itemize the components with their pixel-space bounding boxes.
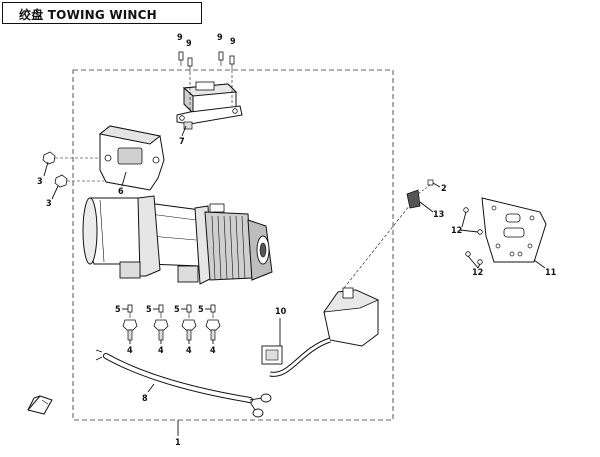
- callout-7: 7: [179, 137, 185, 147]
- plate-bolts: [463, 207, 483, 265]
- callout-2: 2: [441, 184, 447, 194]
- clip-and-screw-part: [406, 179, 434, 209]
- relay-bolts: [178, 51, 235, 110]
- mounting-plate-part: [481, 197, 547, 263]
- callout-4: 4: [210, 346, 216, 356]
- mounting-bracket-part: [98, 125, 165, 191]
- callout-9: 9: [177, 33, 183, 43]
- title-box: 绞盘 TOWING WINCH: [2, 2, 202, 24]
- callout-1: 1: [175, 438, 181, 448]
- callout-6: 6: [118, 187, 124, 197]
- relay-contactor-part: [176, 81, 243, 130]
- callout-4: 4: [127, 346, 133, 356]
- callout-9: 9: [186, 39, 192, 49]
- callout-4: 4: [158, 346, 164, 356]
- callout-9: 9: [230, 37, 236, 47]
- callout-5: 5: [146, 305, 152, 315]
- bracket-bolts: [42, 151, 104, 188]
- control-cable-part: [261, 204, 411, 377]
- mounting-bolts-washers: [122, 304, 221, 341]
- assembly-boundary: [72, 69, 394, 421]
- callout-13: 13: [433, 210, 444, 220]
- callout-8: 8: [142, 394, 148, 404]
- wire-harness-part: [95, 349, 272, 418]
- diagram-title: 绞盘 TOWING WINCH: [19, 8, 157, 22]
- callout-12: 12: [451, 226, 462, 236]
- callout-10: 10: [275, 307, 287, 317]
- winch-assembly-part: [82, 195, 273, 285]
- callout-9: 9: [217, 33, 223, 43]
- callout-5: 5: [174, 305, 180, 315]
- callout-5: 5: [115, 305, 121, 315]
- callout-4: 4: [186, 346, 192, 356]
- front-direction-arrow-icon: [27, 395, 53, 415]
- callout-3: 3: [37, 177, 43, 187]
- callout-5: 5: [198, 305, 204, 315]
- callout-3: 3: [46, 199, 52, 209]
- callout-11: 11: [545, 268, 557, 278]
- leader-lines: [43, 125, 546, 436]
- callout-12: 12: [472, 268, 483, 278]
- callout-numbers: 1 2 3 3 4 4 4 4 5 5 5 5 6 7 8 9 9 9 9 10…: [37, 33, 557, 448]
